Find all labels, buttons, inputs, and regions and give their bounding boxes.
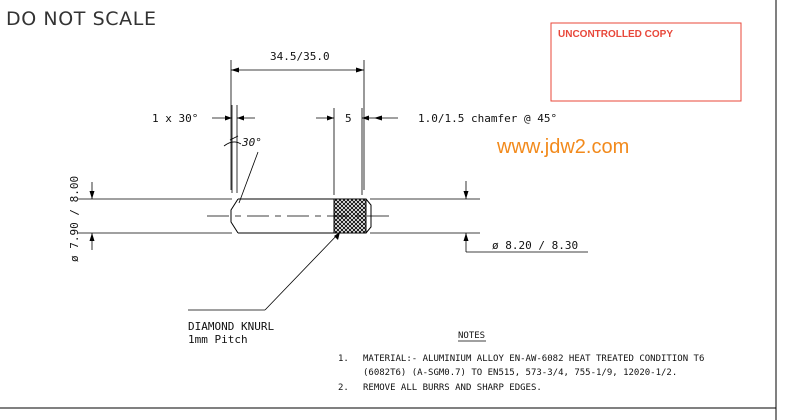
angle-leader-line xyxy=(238,151,259,204)
overall-length-label: 34.5/35.0 xyxy=(270,50,330,63)
stamp-box xyxy=(550,22,742,102)
note-1-number: 1. xyxy=(338,354,349,364)
arrowhead xyxy=(231,67,239,73)
note-2-number: 2. xyxy=(338,383,349,393)
knurl-length-label: 5 xyxy=(345,112,352,125)
do-not-scale-title: DO NOT SCALE xyxy=(6,8,157,30)
arrowhead xyxy=(237,115,244,121)
arrowhead xyxy=(463,191,469,199)
chamfer-right-label: 1.0/1.5 chamfer @ 45° xyxy=(418,112,557,125)
note-1-text-cont: (6082T6) (A-SGM0.7) TO EN515, 573-3/4, 7… xyxy=(363,368,677,378)
arrowhead xyxy=(225,115,232,121)
note-2-text: REMOVE ALL BURRS AND SHARP EDGES. xyxy=(363,383,542,393)
note-1-text: MATERIAL:- ALUMINIUM ALLOY EN-AW-6082 HE… xyxy=(363,354,704,364)
arrowhead xyxy=(327,115,334,121)
stamp-label: UNCONTROLLED COPY xyxy=(558,29,673,40)
watermark-url: www.jdw2.com xyxy=(496,136,629,158)
diameter-left-label: ø 7.90 / 8.00 xyxy=(68,176,81,262)
arrowhead xyxy=(89,191,95,199)
diameter-right-label: ø 8.20 / 8.30 xyxy=(492,239,578,252)
angle-ext-line xyxy=(229,135,239,141)
notes-heading: NOTES xyxy=(458,331,485,341)
knurl-leader-line xyxy=(264,231,341,311)
arrowhead xyxy=(362,115,369,121)
angle-arc xyxy=(223,141,242,147)
arrowhead xyxy=(356,67,364,73)
arrowhead xyxy=(463,233,469,241)
arrowhead xyxy=(374,115,382,121)
arrowhead xyxy=(334,232,340,240)
chamfer-left-label: 1 x 30° xyxy=(152,112,198,125)
knurl-callout-line2: 1mm Pitch xyxy=(188,333,248,346)
knurl-callout-line1: DIAMOND KNURL xyxy=(188,320,274,333)
arrowhead xyxy=(89,233,95,241)
chamfer-angle-label: 30° xyxy=(241,136,262,149)
part-left-chamfer xyxy=(230,198,239,234)
